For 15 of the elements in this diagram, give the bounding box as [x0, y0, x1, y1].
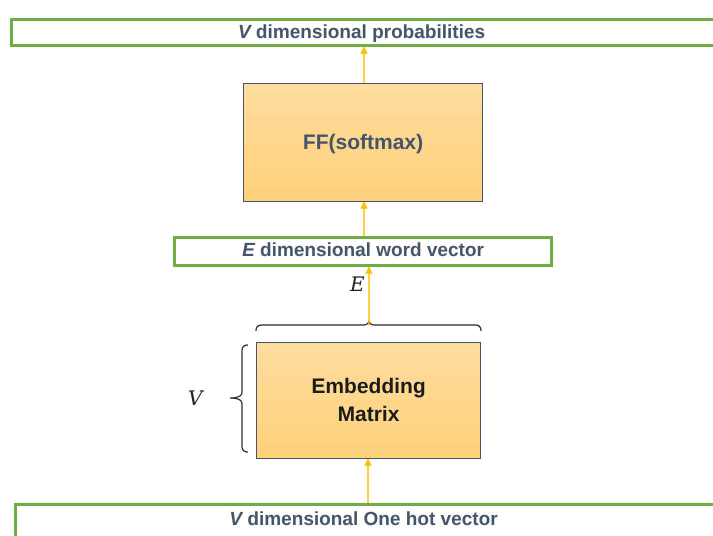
band-label: V dimensional One hot vector — [229, 508, 498, 531]
vector-band — [173, 236, 553, 267]
box-label: FF(softmax) — [302, 130, 424, 156]
arrow — [360, 201, 368, 236]
vector-band — [10, 18, 713, 47]
arrow — [364, 458, 372, 503]
dimension-label: V — [188, 388, 202, 408]
dimension-label: E — [350, 274, 365, 294]
arrow — [365, 266, 373, 325]
box-label: Embedding Matrix — [310, 374, 427, 428]
band-label: V dimensional probabilities — [238, 21, 486, 44]
arrow — [360, 46, 368, 83]
layer-box — [256, 342, 481, 459]
band-label: E dimensional word vector — [242, 239, 484, 262]
layer-box — [243, 83, 483, 202]
